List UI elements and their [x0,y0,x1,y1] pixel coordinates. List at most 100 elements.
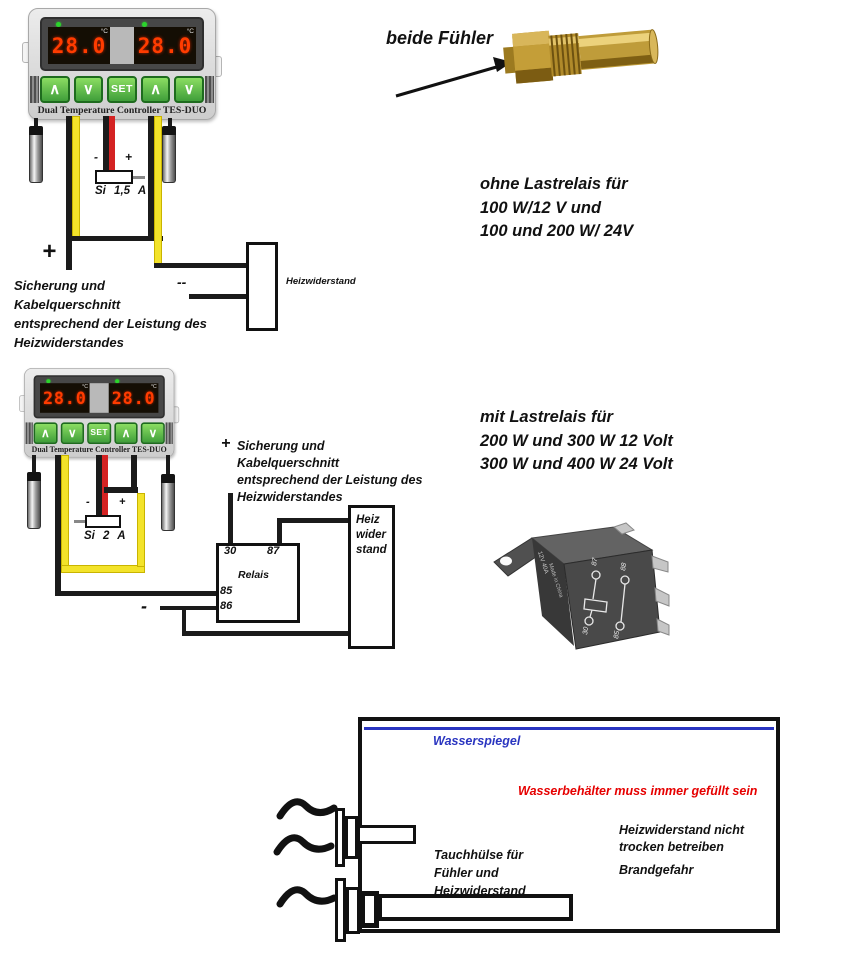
wire-black-left [55,455,61,596]
thermowell-note: Tauchhülse für Fühler und Heizwiderstand [434,846,526,900]
wire-supply-minus [96,455,102,517]
wire-crossbar [66,236,163,241]
fuse-lead [74,520,85,523]
wire-black-positive [66,116,72,270]
wire-to-pin30 [228,493,233,543]
temperature-display-right: 28.0 °C [134,27,196,64]
both-sensors-caption: beide Fühler [386,28,494,48]
power-led [142,22,147,27]
set-button: SET [87,422,112,444]
heater-nut [346,887,360,934]
up-button-1: ∧ [40,76,70,103]
relay-pin-label: 30 [582,626,590,635]
sensor-cable [34,118,38,127]
wire-to-pin85 [55,591,218,596]
sensor-cable [32,455,36,474]
heater-flange [335,878,346,942]
celsius-unit: °C [150,384,157,390]
probe-body [162,135,176,183]
note-line: Kabelquerschnitt [14,297,121,312]
wire-yellow-bottom [61,565,145,573]
minus-terminal-label: -- [177,274,187,290]
probe-cap [27,472,41,481]
relay-printed-schematic [583,570,630,631]
note-line: 100 und 200 W/ 24V [480,222,634,240]
up-button-2: ∧ [114,422,138,444]
heater-label: Heizwiderstand [286,276,356,287]
fuse-symbol [95,170,133,184]
note-line: 200 W und 300 W 12 Volt [480,431,673,450]
fuse-symbol [85,515,121,528]
relay-pin-86: 86 [220,600,233,612]
temperature-probe [29,126,43,183]
note-line: 100 W/12 V und [480,198,602,217]
power-led [46,379,51,384]
dry-run-warning: Heizwiderstand nicht trocken betreiben [619,822,744,856]
celsius-unit: °C [82,384,88,390]
note-line: 300 W und 400 W 24 Volt [480,455,673,473]
temperature-value: 28.0 [51,33,107,58]
relay-box [216,543,300,623]
device-label: Dual Temperature Controller TES-DUO [31,445,167,455]
wire-yellow-load [154,116,162,268]
celsius-unit: °C [100,28,108,35]
note-line: Heizwiderstandes [14,335,124,350]
button-row: ∧ ∨ SET ∧ ∨ [33,422,165,444]
case-ribs [165,422,173,444]
display-bezel: 28.0 °C 28.0 °C [33,375,165,419]
probe-cap [161,474,175,483]
temperature-display-left: 28.0 °C [40,383,90,413]
wire-supply-plus [102,455,108,517]
fuse-label: Si 2 A [84,530,126,542]
chevron-up-icon: ∧ [150,81,162,98]
relay-title: Relais [238,569,269,581]
fill-warning: Wasserbehälter muss immer gefüllt sein [518,784,758,798]
heater-tube [378,894,573,921]
note-line: Kabelquerschnitt [237,456,340,470]
wire-pin87-up [277,518,282,545]
fire-hazard-warning: Brandgefahr [619,863,694,877]
fuse-label: Si 1,5 A [95,185,147,197]
wire-pin87-to-heater [277,518,351,523]
display-divider [110,27,134,64]
temperature-controller-2: 28.0 °C 28.0 °C ∧ ∨ SET ∧ ∨ Dual Tempera… [19,368,180,458]
display-divider [89,383,109,413]
relay-pin-label: 88 [620,562,628,571]
note-line: ohne Lastrelais für [480,175,628,193]
device-label: Dual Temperature Controller TES-DUO [37,105,207,116]
minus-terminal-label: - [141,596,147,616]
heater-collar [360,891,379,928]
heater-label-line: wider [356,529,387,541]
button-row: ∧ ∨ SET ∧ ∨ [40,76,204,103]
note-line: trocken betreiben [619,840,724,854]
wire-to-pin86 [160,606,216,610]
probe-body [161,483,175,531]
probe-cap [162,126,176,135]
down-button-1: ∨ [60,422,85,444]
probe-body [29,135,43,183]
note-line: mit Lastrelais für [480,408,613,426]
note-line: entsprechend der Leistung des [237,473,423,487]
wire-heater-return [182,631,351,636]
sensor-cable [168,118,172,127]
wire-jumper [104,487,138,493]
wire-yellow-left [61,455,69,572]
heater-resistor-box [348,505,395,649]
down-button-2: ∨ [174,76,204,103]
minus-label: - [94,150,98,164]
fuse-lead [133,176,145,179]
wire-heater-return [189,294,249,299]
display-bezel: 28.0 °C 28.0 °C [40,17,204,71]
temperature-value: 28.0 [42,388,87,408]
temperature-probe [162,126,176,183]
plus-label: + [119,496,126,508]
temperature-probe [27,472,41,529]
relay-pin-label: 87 [591,556,599,566]
probe-cap [29,126,43,135]
note-line: Fühler und [434,866,499,880]
case-ribs [25,422,33,444]
fuse-sizing-note: Sicherung und Kabelquerschnitt entsprech… [237,438,422,506]
note-line: entsprechend der Leistung des [14,316,207,331]
chevron-down-icon: ∨ [148,426,158,440]
wire-supply-minus [103,116,109,172]
